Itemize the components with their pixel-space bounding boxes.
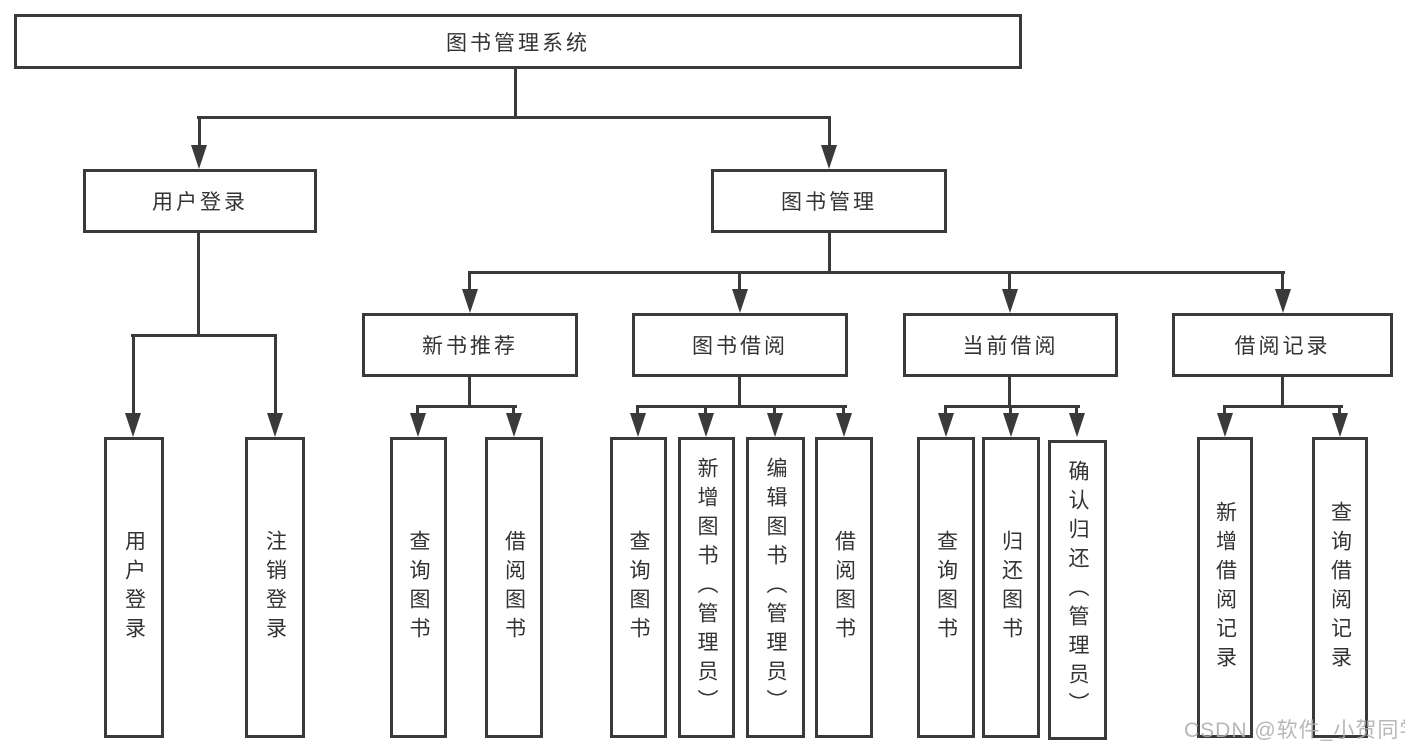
connector-root-vertical bbox=[514, 68, 517, 119]
arrow-to-leaf-borrow-book-1 bbox=[506, 413, 522, 437]
connector-bookmgmt-vertical bbox=[828, 233, 831, 274]
node-user-login: 用户登录 bbox=[83, 169, 317, 233]
connector-currentborrow-drop-3 bbox=[1075, 405, 1078, 415]
node-borrow-records-label: 借阅记录 bbox=[1234, 335, 1331, 358]
connector-userlogin-drop-1 bbox=[132, 334, 135, 413]
node-current-borrowing-label: 当前借阅 bbox=[962, 335, 1059, 358]
node-leaf-add-record: 新增借阅记录 bbox=[1197, 437, 1253, 738]
connector-newbookrec-drop-2 bbox=[512, 405, 515, 415]
node-leaf-borrow-book-2-label: 借阅图书 bbox=[832, 529, 856, 646]
arrow-to-user-login bbox=[191, 145, 207, 169]
arrow-to-leaf-borrow-book-2 bbox=[836, 413, 852, 437]
node-leaf-edit-book-label: 编辑图书（管理员） bbox=[764, 457, 787, 718]
connector-bookborrow-drop-4 bbox=[842, 405, 845, 415]
node-current-borrowing: 当前借阅 bbox=[903, 313, 1118, 377]
arrow-to-leaf-add-book bbox=[698, 413, 714, 437]
connector-borrowrecords-vertical bbox=[1281, 377, 1284, 408]
node-book-management-label: 图书管理 bbox=[781, 191, 877, 214]
csdn-watermark: CSDN @软件_小贺同学 bbox=[1184, 719, 1405, 742]
node-leaf-query-book-1-label: 查询图书 bbox=[407, 529, 430, 646]
arrow-to-new-book-rec bbox=[462, 289, 478, 313]
connector-currentborrow-vertical bbox=[1008, 377, 1011, 408]
arrow-to-book-mgmt bbox=[821, 145, 837, 169]
arrow-to-leaf-query-book-2 bbox=[630, 413, 646, 437]
arrow-to-leaf-add-record bbox=[1217, 413, 1233, 437]
connector-root-drop-left bbox=[198, 116, 201, 145]
node-library-system: 图书管理系统 bbox=[14, 14, 1022, 69]
arrow-to-borrow-records bbox=[1275, 289, 1291, 313]
connector-bookmgmt-drop-4 bbox=[1281, 271, 1284, 289]
arrow-to-leaf-edit-book bbox=[767, 413, 783, 437]
connector-currentborrow-horizontal bbox=[944, 405, 1080, 408]
node-leaf-borrow-book-1-label: 借阅图书 bbox=[502, 529, 526, 646]
connector-borrowrecords-drop-2 bbox=[1338, 405, 1341, 415]
node-leaf-borrow-book-2: 借阅图书 bbox=[815, 437, 873, 738]
arrow-to-leaf-return-book bbox=[1003, 413, 1019, 437]
arrow-to-book-borrow bbox=[732, 289, 748, 313]
node-leaf-confirm-return: 确认归还（管理员） bbox=[1048, 440, 1107, 740]
node-leaf-query-record: 查询借阅记录 bbox=[1312, 437, 1368, 738]
node-leaf-query-book-1: 查询图书 bbox=[390, 437, 447, 738]
node-new-book-recommend: 新书推荐 bbox=[362, 313, 578, 377]
connector-bookmgmt-horizontal bbox=[468, 271, 1285, 274]
arrow-to-leaf-query-book-3 bbox=[938, 413, 954, 437]
connector-bookmgmt-drop-1 bbox=[468, 271, 471, 289]
connector-bookborrow-horizontal bbox=[636, 405, 847, 408]
node-leaf-add-record-label: 新增借阅记录 bbox=[1213, 500, 1237, 675]
connector-currentborrow-drop-1 bbox=[944, 405, 947, 415]
connector-bookborrow-vertical bbox=[738, 377, 741, 408]
connector-bookmgmt-drop-3 bbox=[1008, 271, 1011, 289]
connector-bookmgmt-drop-2 bbox=[738, 271, 741, 289]
node-leaf-logout: 注销登录 bbox=[245, 437, 305, 738]
node-leaf-return-book-label: 归还图书 bbox=[999, 529, 1023, 646]
connector-newbookrec-vertical bbox=[468, 377, 471, 408]
node-leaf-query-book-3: 查询图书 bbox=[917, 437, 975, 738]
connector-bookborrow-drop-3 bbox=[773, 405, 776, 415]
node-book-borrowing-label: 图书借阅 bbox=[692, 335, 788, 358]
arrow-to-leaf-query-book-1 bbox=[410, 413, 426, 437]
connector-newbookrec-horizontal bbox=[416, 405, 517, 408]
node-borrow-records: 借阅记录 bbox=[1172, 313, 1393, 377]
arrow-to-leaf-query-record bbox=[1332, 413, 1348, 437]
node-leaf-query-record-label: 查询借阅记录 bbox=[1328, 500, 1352, 675]
node-leaf-add-book: 新增图书（管理员） bbox=[678, 437, 735, 738]
node-library-system-label: 图书管理系统 bbox=[446, 31, 590, 55]
connector-bookborrow-drop-1 bbox=[636, 405, 639, 415]
node-book-management: 图书管理 bbox=[711, 169, 947, 233]
node-leaf-user-login-label: 用户登录 bbox=[122, 529, 146, 646]
node-book-borrowing: 图书借阅 bbox=[632, 313, 848, 377]
node-user-login-label: 用户登录 bbox=[152, 191, 248, 214]
connector-borrowrecords-horizontal bbox=[1223, 405, 1343, 408]
node-leaf-query-book-2-label: 查询图书 bbox=[627, 529, 650, 646]
node-leaf-query-book-3-label: 查询图书 bbox=[934, 529, 958, 646]
connector-currentborrow-drop-2 bbox=[1009, 405, 1012, 415]
node-new-book-recommend-label: 新书推荐 bbox=[422, 335, 518, 358]
node-leaf-query-book-2: 查询图书 bbox=[610, 437, 667, 738]
node-leaf-logout-label: 注销登录 bbox=[263, 529, 287, 646]
arrow-to-leaf-user-login bbox=[125, 413, 141, 437]
node-leaf-borrow-book-1: 借阅图书 bbox=[485, 437, 543, 738]
node-leaf-return-book: 归还图书 bbox=[982, 437, 1040, 738]
node-leaf-confirm-return-label: 确认归还（管理员） bbox=[1066, 459, 1089, 721]
arrow-to-leaf-logout bbox=[267, 413, 283, 437]
connector-newbookrec-drop-1 bbox=[416, 405, 419, 415]
connector-root-drop-right bbox=[828, 116, 831, 145]
connector-userlogin-vertical bbox=[197, 232, 200, 337]
node-leaf-user-login: 用户登录 bbox=[104, 437, 164, 738]
connector-userlogin-drop-2 bbox=[274, 334, 277, 413]
arrow-to-current-borrow bbox=[1002, 289, 1018, 313]
connector-root-horizontal bbox=[197, 116, 831, 119]
connector-userlogin-horizontal bbox=[131, 334, 277, 337]
connector-bookborrow-drop-2 bbox=[704, 405, 707, 415]
connector-borrowrecords-drop-1 bbox=[1223, 405, 1226, 415]
node-leaf-edit-book: 编辑图书（管理员） bbox=[746, 437, 805, 738]
node-leaf-add-book-label: 新增图书（管理员） bbox=[695, 457, 718, 718]
arrow-to-leaf-confirm-return bbox=[1069, 413, 1085, 437]
